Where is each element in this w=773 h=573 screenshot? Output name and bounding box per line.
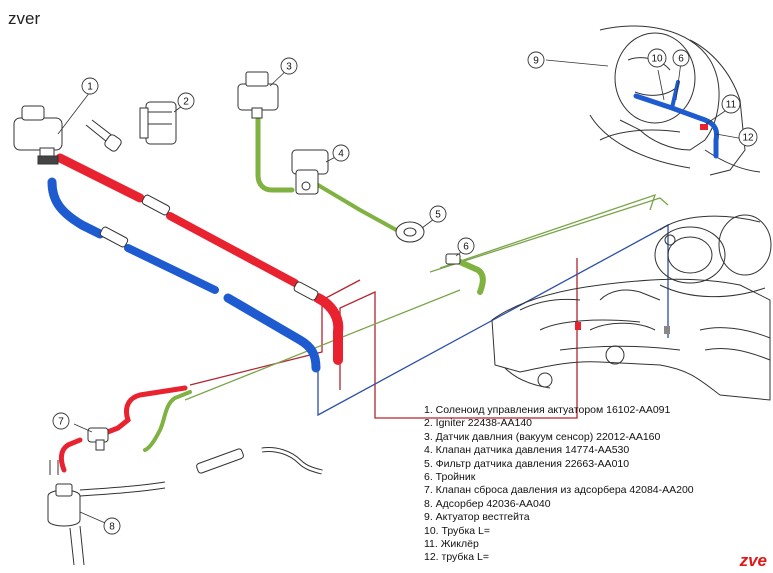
callout-circle: [721, 94, 741, 114]
parts-legend: 1. Соленоид управления актуатором 16102-…: [424, 404, 694, 565]
routing-line-red-lower: [189, 279, 361, 386]
sensor-hose-group: [143, 115, 486, 452]
sensor-hose-green-lower: [143, 390, 192, 452]
legend-item: 12. трубка L=: [424, 551, 489, 564]
callout-number: 5: [435, 210, 441, 221]
callout-circle: [103, 517, 121, 535]
tee-fitting: [445, 253, 461, 265]
purge-valve: [87, 427, 109, 451]
routing-line-green-lower: [184, 289, 461, 401]
legend-item: 1. Соленоид управления актуатором 16102-…: [424, 404, 671, 416]
igniter: [139, 101, 177, 145]
callout-circle: [738, 127, 758, 147]
callout-circle: [332, 144, 350, 162]
pressure-hose-group: [55, 153, 344, 365]
purge-hose-red-lower: [58, 437, 83, 473]
callout-number: 10: [651, 54, 663, 65]
callout-number: 6: [678, 54, 684, 65]
vacuum-sensor: [237, 71, 279, 119]
vacuum-hose-group: [47, 177, 321, 373]
sensor-hose-green-top: [255, 115, 295, 193]
pressure-hose-red: [55, 153, 145, 203]
callout-number: 6: [463, 242, 469, 253]
callout-number: 8: [109, 522, 115, 533]
callout-circle: [527, 51, 545, 69]
legend-item: 7. Клапан сброса давления из адсорбера 4…: [424, 484, 694, 497]
engine-turbo-outline: [491, 214, 772, 401]
routing-line-green: [439, 193, 657, 269]
pressure-hose-red-mid: [166, 212, 299, 287]
callout-number: 11: [726, 100, 737, 111]
legend-item: 8. Адсорбер 42036-AA040: [424, 497, 551, 510]
callout-number: 1: [87, 82, 93, 93]
actuator-solenoid: [13, 105, 122, 165]
wastegate-actuator-outline: [589, 25, 761, 176]
hose-couplers: [99, 194, 323, 475]
vacuum-hose-blue-end: [223, 293, 321, 373]
legend-item: 4. Клапан датчика давления 14774-AA530: [424, 444, 630, 457]
legend-item: 3. Датчик давлния (вакуум сенсор) 22012-…: [424, 430, 661, 443]
wastegate-hose-blue: [633, 93, 720, 159]
vacuum-hose-blue: [47, 177, 105, 239]
sensor-hose-green-mid: [316, 183, 402, 234]
callout-number: 7: [58, 417, 64, 428]
restrictor-jet-red: [700, 124, 708, 130]
callout-circle: [647, 48, 667, 68]
routing-line-blue: [317, 223, 669, 417]
callout-circle: [81, 77, 99, 95]
legend-item: 10. Трубка L=: [424, 524, 490, 537]
purge-hose-red: [97, 385, 188, 438]
callout-number: 3: [286, 62, 292, 73]
engine-fitting-red: [575, 322, 581, 330]
wastegate-hose-blue-top: [670, 80, 680, 110]
legend-item: 9. Актуатор вестгейта: [424, 511, 530, 524]
callout-circle: [52, 412, 70, 430]
watermark-top: zver: [8, 9, 41, 28]
callout-number: 12: [742, 133, 754, 144]
pressure-hose-red-end: [313, 293, 344, 365]
callout-circle: [672, 49, 690, 67]
callout-circle: [177, 92, 195, 110]
callout-circle: [429, 205, 447, 223]
canister-tubes: [49, 460, 166, 566]
legend-item: 5. Фильтр датчика давления 22663-AA010: [424, 457, 630, 470]
pressure-sensor-filter: [395, 221, 425, 243]
legend-item: 2. Igniter 22438-AA140: [424, 417, 532, 430]
callout-circle: [457, 237, 475, 255]
callout-number: 4: [338, 149, 344, 160]
legend-item: 11. Жиклёр: [424, 538, 479, 551]
vacuum-hose-blue-mid: [124, 244, 219, 294]
watermark-bottom: zve: [739, 551, 767, 570]
canister: [47, 483, 81, 527]
legend-item: 6. Тройник: [424, 471, 476, 484]
callout-number: 2: [183, 97, 189, 108]
wastegate-hose-white: [677, 114, 699, 126]
callout-circle: [280, 57, 298, 75]
engine-fitting-gray: [664, 326, 670, 334]
sensor-hose-green-right: [457, 259, 486, 295]
sensor-valve: [291, 149, 329, 195]
routing-line-green-engine: [429, 197, 669, 273]
callout-number: 9: [533, 56, 539, 67]
